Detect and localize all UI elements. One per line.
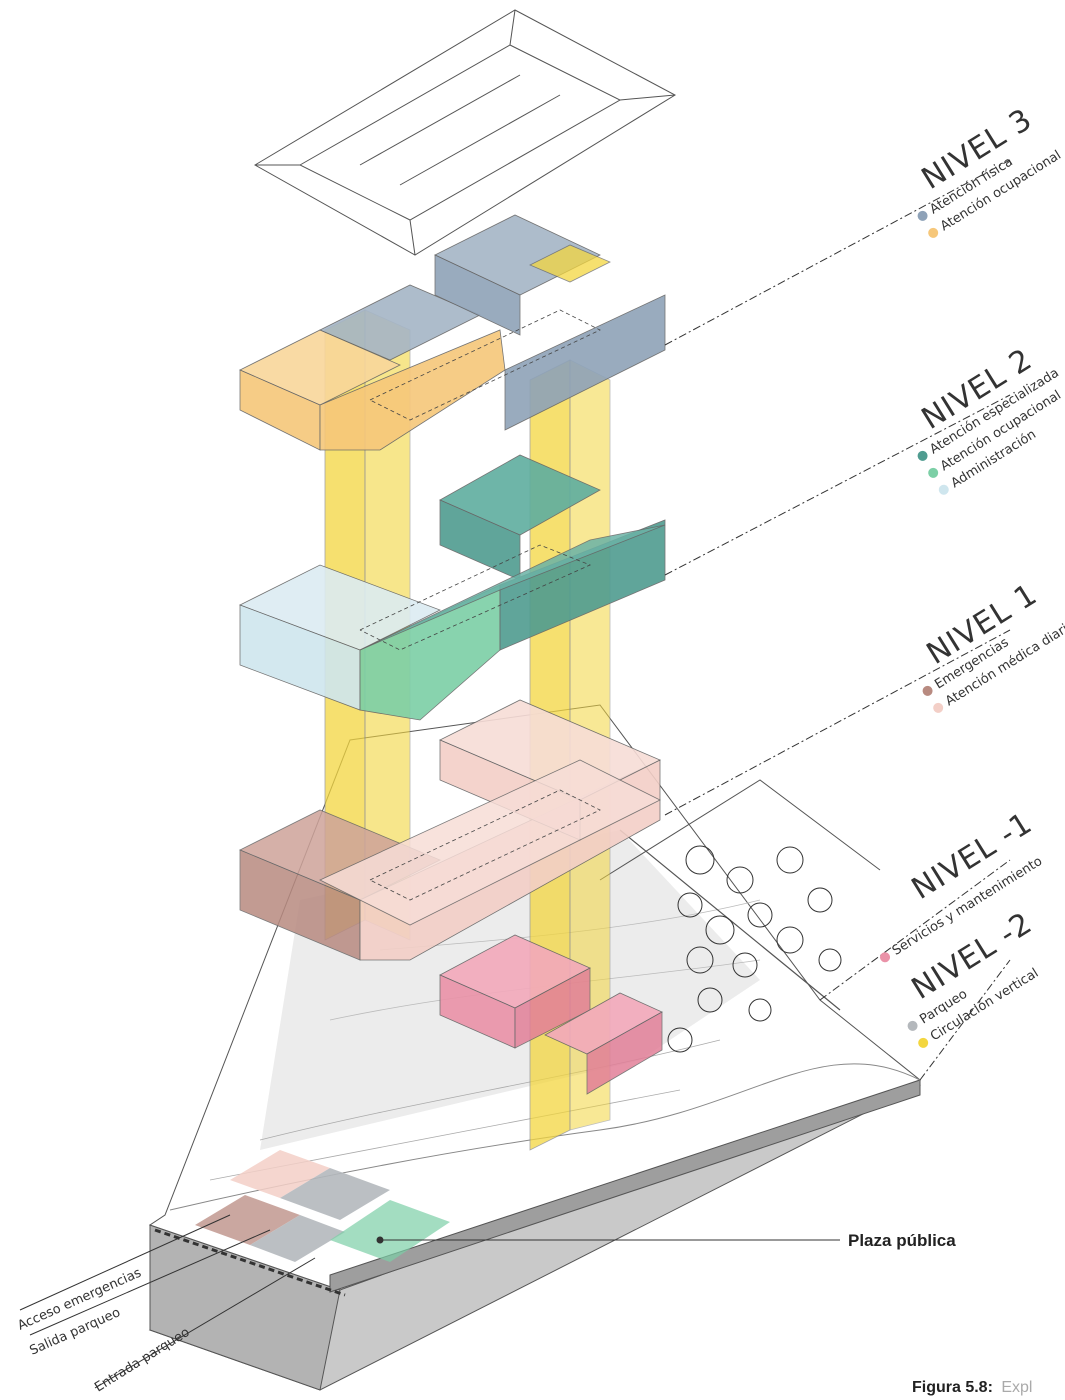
level-title: NIVEL -1 bbox=[906, 806, 1039, 907]
caption-prefix: Figura 5.8: bbox=[912, 1379, 993, 1396]
label-plaza-publica: Plaza pública bbox=[848, 1231, 956, 1250]
legend-dot-slate bbox=[916, 209, 930, 223]
legend-dot-rose-light bbox=[931, 701, 945, 715]
caption-rest: Expl bbox=[1001, 1379, 1032, 1396]
legend-dot-pink bbox=[878, 950, 892, 964]
level-label-nivel-3: NIVEL 3 Atención física Atención ocupaci… bbox=[894, 99, 1063, 243]
figure-caption: Figura 5.8: Expl bbox=[912, 1379, 1032, 1396]
legend-dot-rose-dark bbox=[921, 684, 935, 698]
legend-dot-pale-blue bbox=[937, 483, 951, 497]
legend-dot-green bbox=[926, 466, 940, 480]
legend-dot-gray bbox=[906, 1019, 920, 1033]
legend-dot-teal bbox=[916, 449, 930, 463]
level-label-nivel-minus2: NIVEL -2 Parqueo Circulación vertical bbox=[884, 906, 1058, 1053]
level-label-nivel-1: NIVEL 1 Emergencias Atención médica diar… bbox=[899, 568, 1065, 717]
legend-dot-orange bbox=[926, 226, 940, 240]
level-label-nivel-2: NIVEL 2 Atención especializada Atención … bbox=[894, 333, 1065, 499]
roof bbox=[255, 10, 675, 255]
label-entrada-parqueo: Entrada parqueo bbox=[92, 1325, 192, 1396]
legend-dot-yellow bbox=[916, 1036, 930, 1050]
